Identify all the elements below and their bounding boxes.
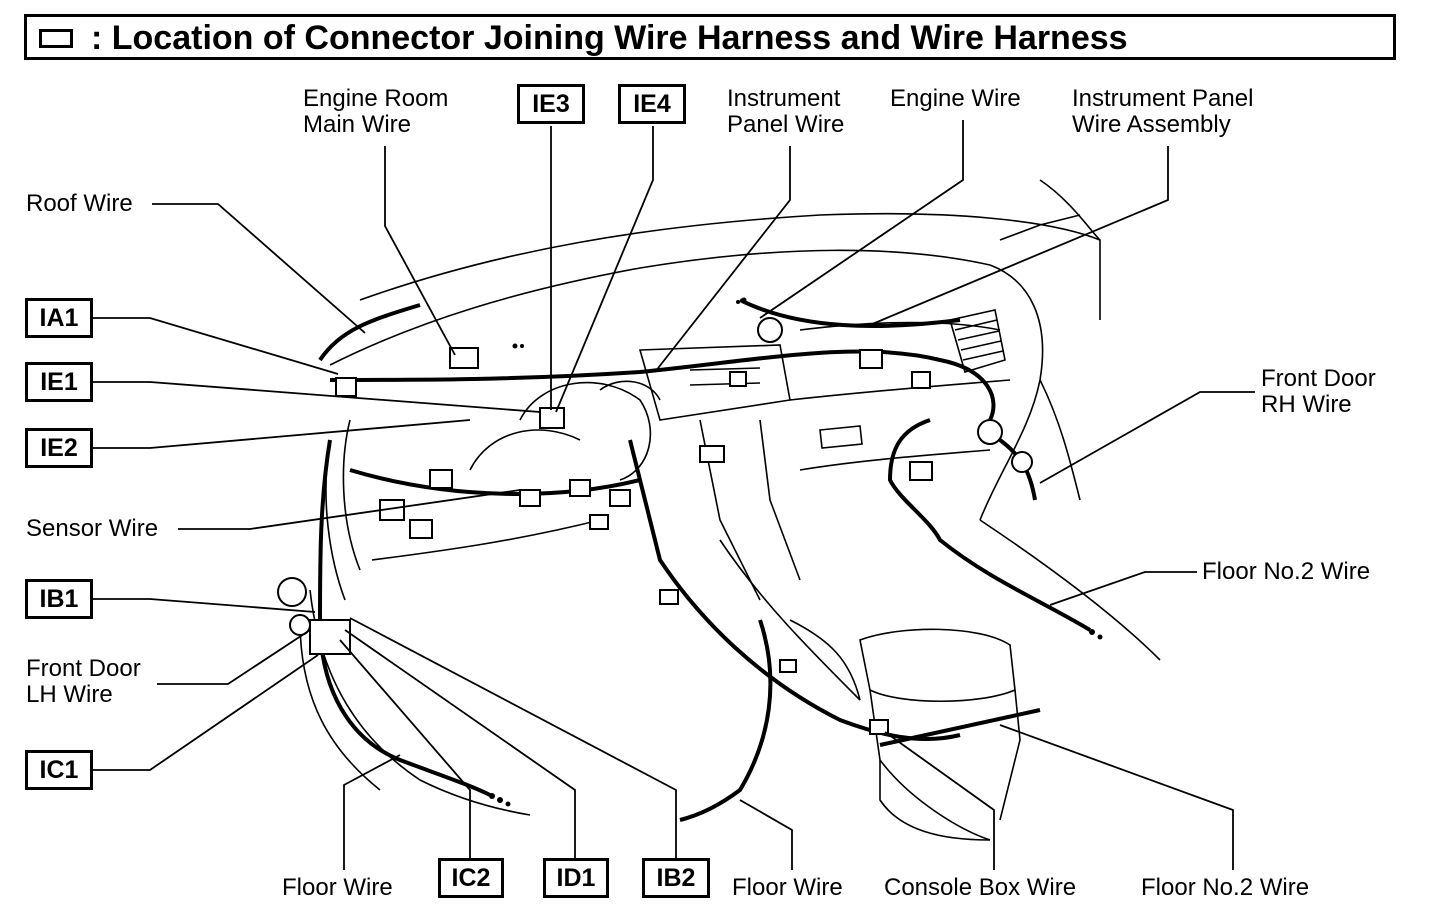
ib2-leader: [349, 617, 677, 858]
floor-wire-center-leader: [739, 799, 793, 870]
ic1-leader: [93, 654, 319, 771]
ie4-leader: [555, 126, 654, 413]
sensor-wire-route: [349, 468, 641, 496]
connector-IA1: IA1: [25, 298, 93, 338]
label-ip-wire-assembly: Instrument Panel Wire Assembly: [1072, 85, 1254, 138]
floor-no2-rh-route: [887, 418, 1092, 632]
connector-IE3: IE3: [517, 84, 585, 124]
connector-IC2: IC2: [438, 858, 504, 898]
wire-end-markers: [489, 297, 1103, 807]
connector-IE1: IE1: [25, 362, 93, 402]
dashboard-outline: [299, 179, 1161, 841]
label-floor-wire-left: Floor Wire: [282, 874, 393, 901]
floor-no2-bottom-route: [879, 708, 1041, 747]
floor-wire-left-route: [317, 439, 491, 797]
ip-wire-assembly-leader: [869, 146, 1169, 326]
floor-no2-bottom-leader: [999, 724, 1234, 870]
label-engine-room-main-wire: Engine Room Main Wire: [303, 85, 449, 138]
label-instrument-panel-wire: Instrument Panel Wire: [727, 85, 845, 138]
label-floor-no2-wire-bottom: Floor No.2 Wire: [1141, 874, 1310, 901]
square-box-icon: [39, 29, 73, 48]
label-console-box-wire: Console Box Wire: [884, 874, 1077, 901]
connector-IB1: IB1: [25, 579, 93, 619]
connector-IE4: IE4: [618, 84, 686, 124]
connector-IC1: IC1: [25, 750, 93, 790]
ia1-leader: [93, 317, 339, 375]
main-harness-route: [329, 349, 996, 421]
ie2-leader: [93, 419, 471, 449]
engine-room-main-leader: [384, 146, 456, 356]
engine-wire-leader: [759, 120, 964, 319]
engine-wire-route: [739, 298, 961, 328]
label-roof-wire: Roof Wire: [26, 190, 133, 217]
id1-leader: [344, 629, 576, 858]
console-box-leader: [884, 731, 995, 870]
diagram-title: : Location of Connector Joining Wire Har…: [91, 19, 1128, 57]
wire-harness-routes: [317, 298, 1092, 822]
label-sensor-wire: Sensor Wire: [26, 515, 159, 542]
floor-wire-center-route: [679, 619, 773, 822]
floor-no2-right-leader: [1049, 571, 1197, 606]
connector-IB2: IB2: [642, 858, 710, 898]
front-door-rh-leader: [1039, 391, 1255, 484]
sensor-wire-leader: [178, 489, 521, 530]
ic2-leader: [339, 639, 471, 858]
title-bar: : Location of Connector Joining Wire Har…: [24, 14, 1396, 60]
label-engine-wire: Engine Wire: [890, 85, 1021, 112]
leader-lines: [93, 120, 1255, 870]
label-floor-wire-center: Floor Wire: [732, 874, 843, 901]
label-front-door-lh-wire: Front Door LH Wire: [26, 655, 141, 708]
connector-ID1: ID1: [543, 858, 609, 898]
front-door-lh-leader: [157, 629, 311, 685]
label-floor-no2-wire-right: Floor No.2 Wire: [1202, 558, 1371, 585]
label-front-door-rh-wire: Front Door RH Wire: [1261, 365, 1376, 418]
connector-IE2: IE2: [25, 428, 93, 468]
instrument-panel-leader: [654, 146, 791, 373]
ie1-leader: [93, 381, 541, 413]
roof-wire-leader: [152, 203, 366, 334]
ib1-leader: [93, 598, 316, 613]
center-floor-route: [628, 439, 961, 741]
floor-wire-left-leader: [343, 754, 401, 870]
connector-blocks: [277, 317, 1033, 735]
